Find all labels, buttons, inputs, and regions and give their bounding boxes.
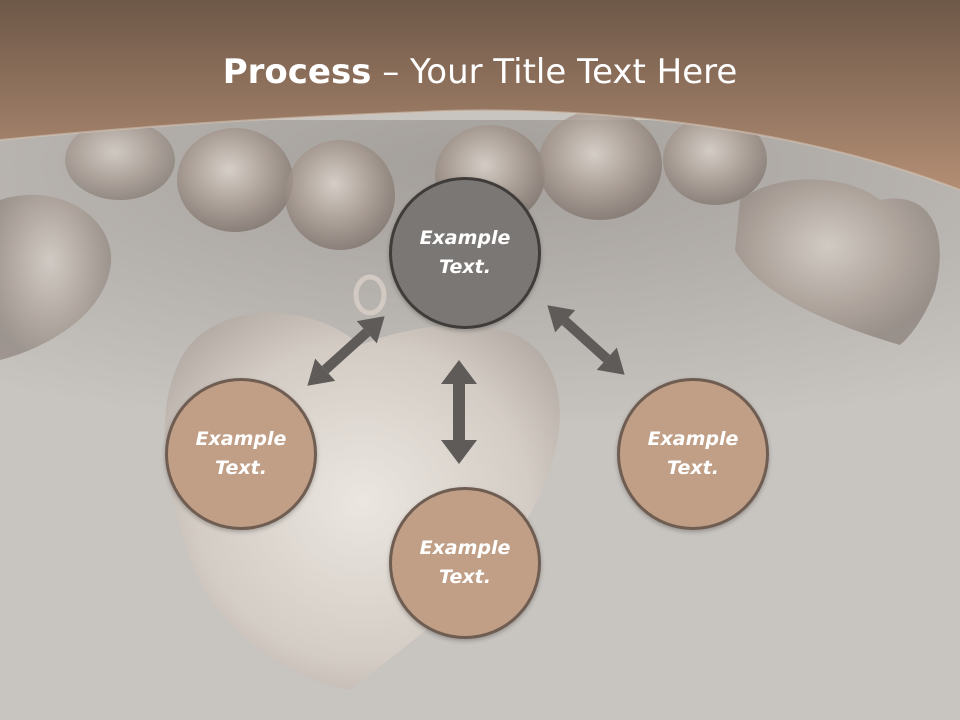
title-bold: Process <box>222 52 372 92</box>
bottom-node[interactable]: Example Text. <box>389 487 541 639</box>
title-rest: – Your Title Text Here <box>371 52 738 92</box>
right-node[interactable]: Example Text. <box>617 378 769 530</box>
double-headed-arrow-icon <box>441 360 477 464</box>
double-headed-arrow-icon <box>307 316 385 386</box>
bottom-node-text: Example Text. <box>419 537 511 588</box>
double-headed-arrow-icon <box>547 305 625 375</box>
left-node-text: Example Text. <box>195 428 287 479</box>
left-node[interactable]: Example Text. <box>165 378 317 530</box>
slide-title: Process – Your Title Text Here <box>0 52 960 92</box>
center-node[interactable]: Example Text. <box>389 177 541 329</box>
right-node-text: Example Text. <box>647 428 739 479</box>
center-node-text: Example Text. <box>419 227 511 278</box>
